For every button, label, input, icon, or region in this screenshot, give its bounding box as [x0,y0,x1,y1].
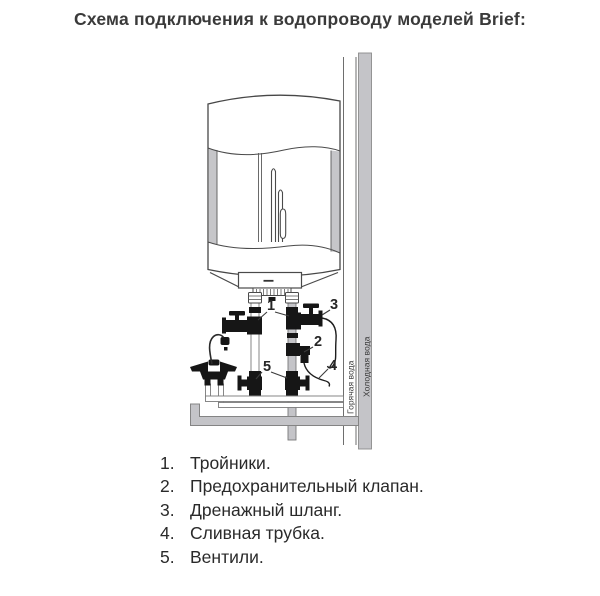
shower-head-icon [220,337,230,351]
drain-tube [303,362,331,387]
right-tee-valve-icon [286,303,323,330]
hot-pipe-nut [249,307,261,313]
legend-item-1: 1. Тройники. [160,452,424,475]
legend-item-2: 2. Предохранительный клапан. [160,475,424,498]
hot-water-runs [205,383,344,408]
cold-water-wall-pipe [358,52,372,450]
pipe-couplings [248,292,299,304]
legend-item-3: 3. Дренажный шланг. [160,499,424,522]
callout-4: 4 [329,358,337,374]
cold-pipe-nut [286,307,298,313]
heater-body [207,94,341,277]
cold-pipe-band [287,333,298,338]
mixer-tap-icon [190,359,237,386]
callout-1: 1 [267,298,275,314]
page-title: Схема подключения к водопроводу моделей … [74,9,526,29]
hot-water-label: Горячая вода [346,360,356,414]
callout-3: 3 [330,297,338,313]
callout-2: 2 [314,334,322,350]
right-shutoff-valve-icon [285,371,310,396]
heating-element-icon [270,168,287,242]
legend-num: 2. [160,476,175,497]
legend-num: 1. [160,453,175,473]
legend-item-5: 5. Вентили. [160,546,424,569]
legend-label: Предохранительный клапан. [190,476,424,497]
wall-pipes [343,52,372,450]
callout-lines [255,309,331,380]
legend-item-4: 4. Сливная трубка. [160,522,424,545]
legend-num: 4. [160,523,175,544]
drain-hose [321,317,337,369]
legend-label: Сливная трубка. [190,523,325,544]
legend-num: 5. [160,546,175,567]
legend-num: 3. [160,499,175,520]
heater-ribbed-connector [252,287,292,296]
callout-5: 5 [263,359,271,375]
legend-label: Дренажный шланг. [190,499,343,520]
legend: 1.Тройники. 2.Предохранительный клапан. … [160,452,424,569]
shower-pipe [208,333,225,365]
legend-label: Тройники. [190,453,271,473]
cold-water-label: Холодная вода [362,336,372,397]
cold-water-supply-pipe [190,403,359,426]
left-shutoff-valve-icon [237,371,262,396]
legend-label: Вентили. [190,546,264,567]
left-tee-valve-icon [222,311,262,335]
water-heater [207,94,341,304]
safety-valve-icon [286,343,310,363]
